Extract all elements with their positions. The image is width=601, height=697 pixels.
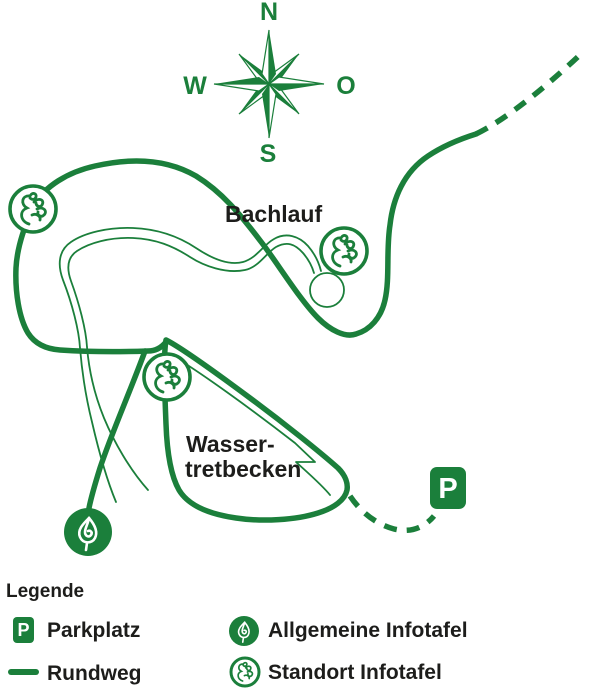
site-info-icon [229,656,261,688]
stream-bank-outer [58,227,322,503]
trail-rundweg [13,50,585,534]
legend: Legende P Parkplatz Rundweg Allgemeine I… [6,581,468,688]
legend-label-standort-infotafel: Standort Infotafel [268,661,442,684]
compass-point-e [269,84,324,91]
compass-rose: N O S W [183,0,356,168]
compass-point-n-light [261,29,270,86]
compass-label-south: S [260,140,277,168]
parking-sign [430,467,466,509]
trail-main-loop [30,131,479,338]
site-info-circle-1 [8,184,58,234]
compass-point-w-light [213,83,271,92]
compass-label-west: W [183,72,207,100]
site-info-circle-2 [319,226,369,276]
legend-item-rundweg: Rundweg [8,662,142,685]
basin-label-line2: tretbecken [185,456,301,482]
basin-label-line1: Wasser- [186,431,275,457]
basin-wassertretbecken [161,337,350,523]
trail-dashed-to-parking [347,494,437,534]
site-info-marker-2 [319,226,369,276]
trail-dashed-northeast [474,50,585,137]
compass-point-s-light [268,82,277,139]
trail-line-swatch [8,669,39,675]
compass-point-n [269,30,276,84]
general-info-marker [64,508,112,556]
basin-inner-line [172,355,331,496]
compass-point-w [214,77,269,84]
legend-label-parkplatz: Parkplatz [47,619,140,642]
compass-point-e-light [267,76,325,85]
site-info-marker-1 [8,184,58,234]
site-info-marker-3 [142,352,192,402]
trail-west-side [13,209,169,355]
legend-item-allgemeine-infotafel: Allgemeine Infotafel [229,616,468,646]
parking-marker: P [430,467,466,509]
trail-branch-to-infotafel [86,348,148,511]
compass-label-east: O [336,72,355,100]
legend-label-rundweg: Rundweg [47,662,142,685]
parking-letter: P [438,473,457,505]
legend-title: Legende [6,581,84,602]
basin-outline [161,337,350,523]
compass-point-s [262,84,269,138]
site-info-circle-3 [142,352,192,402]
stream-label: Bachlauf [225,201,322,227]
stream-bachlauf [58,227,345,503]
stream-pond-loop [309,272,345,308]
parking-icon [13,617,34,643]
legend-item-parkplatz: P Parkplatz [13,617,140,643]
legend-item-standort-infotafel: Standort Infotafel [229,656,442,688]
parking-icon-letter: P [17,620,29,640]
legend-label-allgemeine-infotafel: Allgemeine Infotafel [268,619,468,642]
compass-label-north: N [260,0,278,26]
stream-bank-inner [67,237,315,491]
